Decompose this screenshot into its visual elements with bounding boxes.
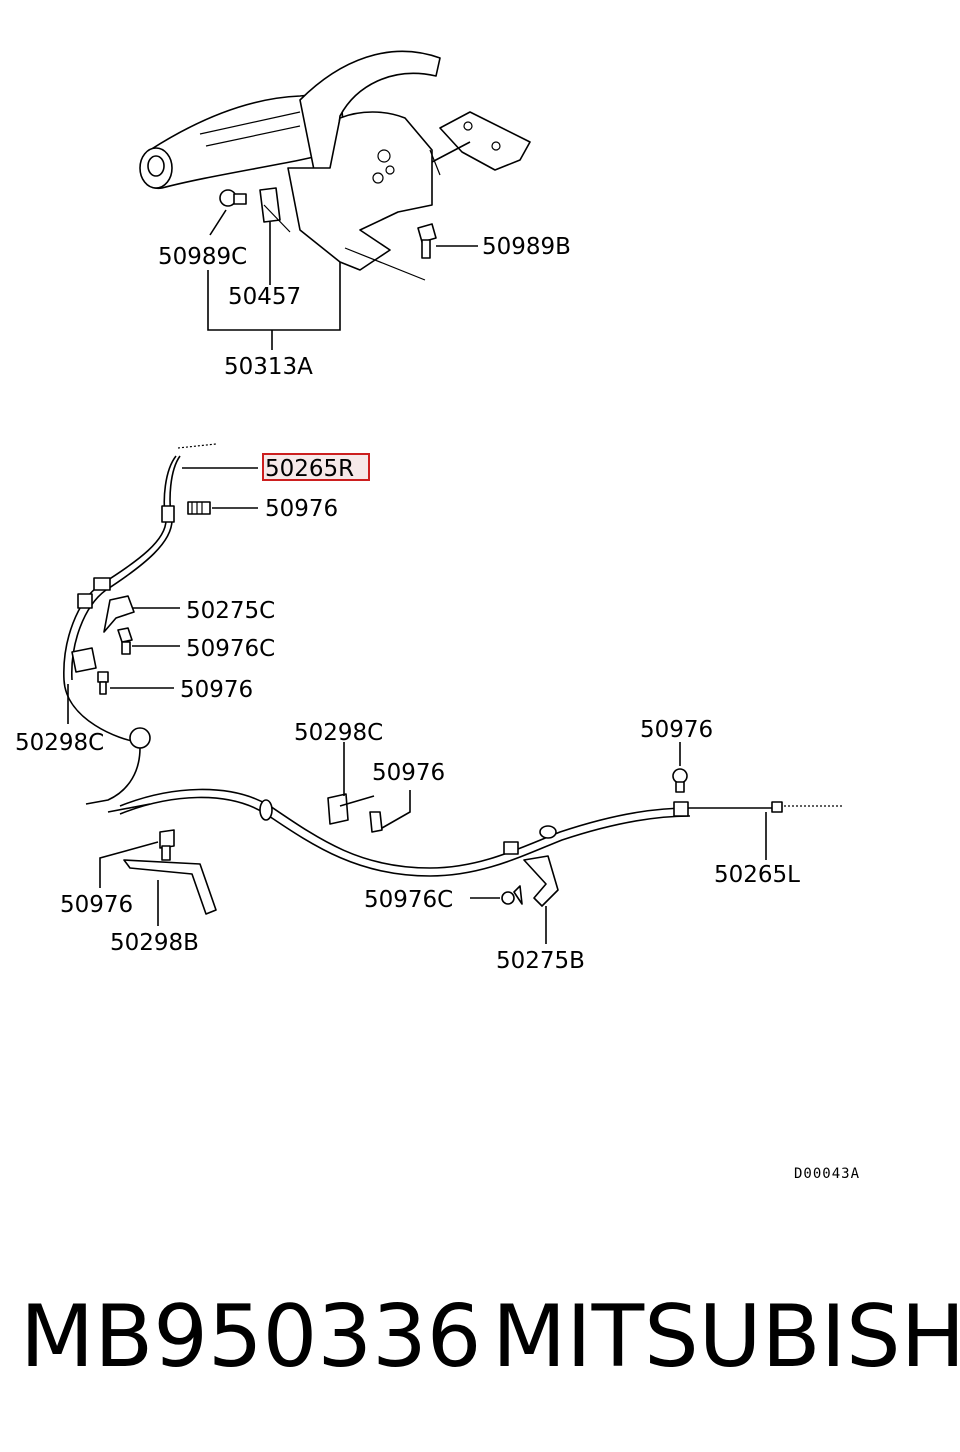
parking-brake-lever-assembly xyxy=(139,50,531,350)
label-50976-e[interactable]: 50976 xyxy=(60,892,133,918)
bolt-50989C-icon xyxy=(219,189,247,207)
label-50989B[interactable]: 50989B xyxy=(482,234,571,260)
label-50976-a[interactable]: 50976 xyxy=(265,496,338,522)
label-50265R[interactable]: 50265R xyxy=(265,456,354,482)
label-50976-c[interactable]: 50976 xyxy=(372,760,445,786)
label-50976C-a[interactable]: 50976C xyxy=(186,636,275,662)
label-50976-d[interactable]: 50976 xyxy=(640,717,713,743)
diagram-code: D00043A xyxy=(794,1166,860,1182)
label-50275C[interactable]: 50275C xyxy=(186,598,275,624)
label-50298B[interactable]: 50298B xyxy=(110,930,199,956)
label-50976-b[interactable]: 50976 xyxy=(180,677,253,703)
label-50313A[interactable]: 50313A xyxy=(224,354,313,380)
label-50976C-b[interactable]: 50976C xyxy=(364,887,453,913)
label-50298C-a[interactable]: 50298C xyxy=(15,730,104,756)
label-50265L[interactable]: 50265L xyxy=(714,862,800,888)
cable-50265R xyxy=(63,443,258,813)
label-50457[interactable]: 50457 xyxy=(228,284,301,310)
highlight-box-50265R xyxy=(262,453,370,481)
label-50275B[interactable]: 50275B xyxy=(496,948,585,974)
cable-50265L xyxy=(99,742,842,944)
label-50989C[interactable]: 50989C xyxy=(158,244,247,270)
clip-50457-icon xyxy=(259,187,291,233)
part-number: MB950336 xyxy=(20,1287,482,1387)
bolt-50989B-icon xyxy=(417,223,437,259)
brand-name: MITSUBISHI xyxy=(492,1287,960,1387)
label-50298C-b[interactable]: 50298C xyxy=(294,720,383,746)
